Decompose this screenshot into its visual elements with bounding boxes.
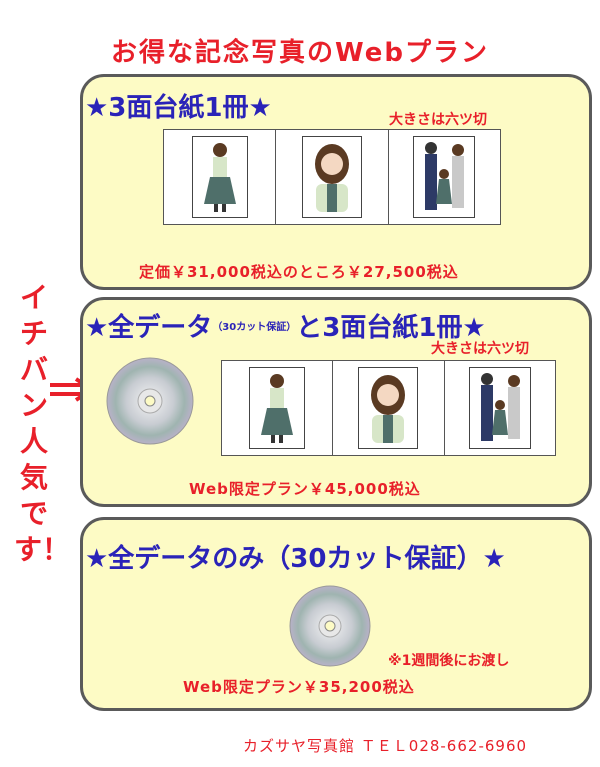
portrait-photo — [191, 136, 248, 218]
album-page — [389, 130, 500, 224]
cd-disc-icon — [289, 585, 371, 667]
portrait-photo — [413, 136, 476, 218]
plan-heading: ★3面台紙1冊★ — [85, 93, 272, 123]
album-mount — [221, 360, 556, 456]
portrait-photo — [249, 367, 306, 449]
plan-data-and-album: ★全データ（30カット保証）と3面台紙1冊★ 大きさは六ツ切 Web限定プラン￥… — [80, 297, 592, 507]
girl-standing-image — [203, 143, 236, 212]
size-note: 大きさは六ツ切 — [389, 112, 487, 128]
album-page — [445, 361, 555, 455]
portrait-photo — [468, 367, 531, 449]
album-page — [222, 361, 334, 455]
plan-heading: ★全データ（30カット保証）と3面台紙1冊★ — [85, 313, 486, 343]
portrait-photo — [358, 367, 419, 449]
cd-disc-icon — [106, 357, 194, 445]
studio-contact: カズサヤ写真館 ＴＥＬ028-662-6960 — [243, 737, 528, 755]
plan-heading: ★全データのみ（30カット保証）★ — [85, 544, 506, 574]
girl-bust-image — [314, 144, 349, 212]
size-note: 大きさは六ツ切 — [431, 341, 529, 357]
album-page — [333, 361, 445, 455]
price-text: Web限定プラン￥45,000税込 — [189, 480, 421, 498]
girl-standing-image — [261, 374, 294, 443]
page-title: お得な記念写真のWebプラン — [111, 38, 489, 68]
album-page — [164, 130, 277, 224]
plan-album: ★3面台紙1冊★ 大きさは六ツ切 定価￥31,000税込のところ￥27,500税… — [80, 74, 592, 290]
popular-label: イチバン人気です！ — [14, 281, 71, 566]
delivery-note: ※1週間後にお渡し — [388, 653, 510, 669]
album-mount — [163, 129, 501, 225]
family-image — [425, 142, 465, 210]
price-text: Web限定プラン￥35,200税込 — [183, 678, 415, 696]
family-image — [480, 373, 520, 441]
girl-bust-image — [371, 375, 406, 443]
plan-data-only: ★全データのみ（30カット保証）★ ※1週間後にお渡し Web限定プラン￥35,… — [80, 517, 592, 711]
album-page — [276, 130, 389, 224]
portrait-photo — [301, 136, 362, 218]
price-text: 定価￥31,000税込のところ￥27,500税込 — [139, 263, 459, 281]
